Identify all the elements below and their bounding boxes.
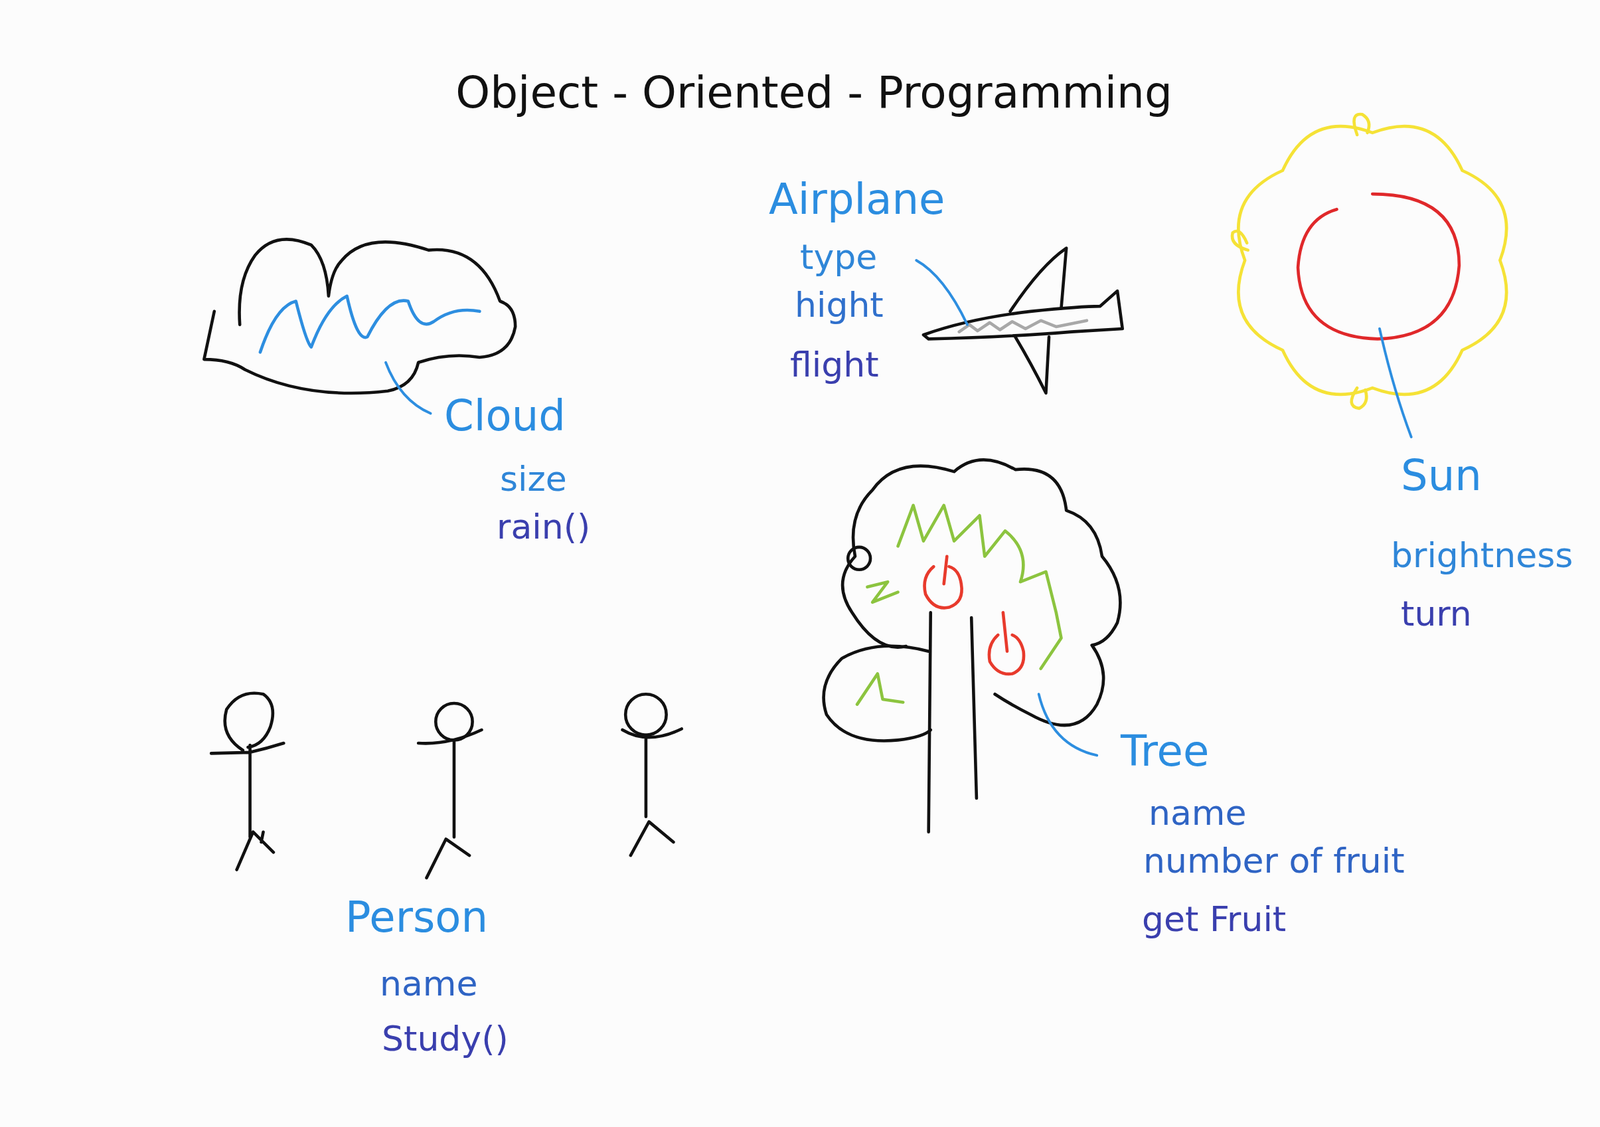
apple — [924, 556, 962, 609]
attribute-label: number of fruit — [1143, 839, 1405, 881]
attribute-label: hight — [794, 284, 884, 326]
leader-line — [916, 260, 968, 325]
airplane-drawing — [916, 248, 1122, 394]
stick-figure-head — [625, 693, 666, 735]
class-name: Airplane — [768, 173, 945, 226]
tree-drawing — [823, 459, 1121, 832]
sun-drawing — [1232, 114, 1507, 437]
sun-rays — [1238, 126, 1507, 395]
attribute-label: size — [499, 458, 567, 500]
tree-trunk — [971, 617, 977, 799]
attribute-label: name — [1148, 792, 1247, 834]
leader-line — [1039, 693, 1098, 755]
cloud-scribble — [260, 296, 480, 353]
class-name: Cloud — [444, 390, 566, 442]
class-name: Person — [345, 891, 488, 943]
tree-leaves — [857, 673, 903, 704]
sun-curl — [1351, 387, 1367, 409]
cloud-outline — [203, 239, 516, 394]
tree-trunk — [928, 612, 931, 832]
attribute-label: brightness — [1390, 534, 1573, 576]
stick-figure — [211, 693, 284, 870]
class-name: Tree — [1120, 725, 1209, 777]
attribute-label: type — [800, 236, 878, 278]
class-name: Sun — [1400, 450, 1482, 502]
stick-figure — [622, 728, 682, 856]
method-label: get Fruit — [1141, 898, 1286, 940]
method-label: Study() — [381, 1017, 509, 1059]
airplane-wing — [1010, 248, 1067, 312]
sun-curl — [1232, 231, 1249, 251]
apple — [989, 612, 1024, 674]
leader-line — [1379, 328, 1412, 437]
person-drawing — [211, 693, 682, 878]
diagram-title: Object - Oriented - Programming — [455, 66, 1173, 119]
tree-leaves — [898, 505, 1062, 669]
method-label: flight — [790, 343, 880, 386]
method-label: rain() — [496, 505, 591, 548]
sun-disc — [1297, 193, 1460, 339]
method-label: turn — [1400, 592, 1472, 635]
tree-crown — [842, 459, 1120, 725]
airplane-scribble — [959, 320, 1087, 332]
tree-crown — [823, 645, 931, 741]
leader-line — [385, 362, 431, 414]
cloud-drawing — [203, 239, 516, 413]
sun-curl — [1354, 114, 1370, 135]
tree-leaves — [867, 581, 898, 603]
airplane-wing — [1015, 336, 1049, 394]
attribute-label: name — [379, 962, 478, 1004]
tree-knot — [847, 547, 871, 570]
stick-figure — [418, 729, 482, 878]
